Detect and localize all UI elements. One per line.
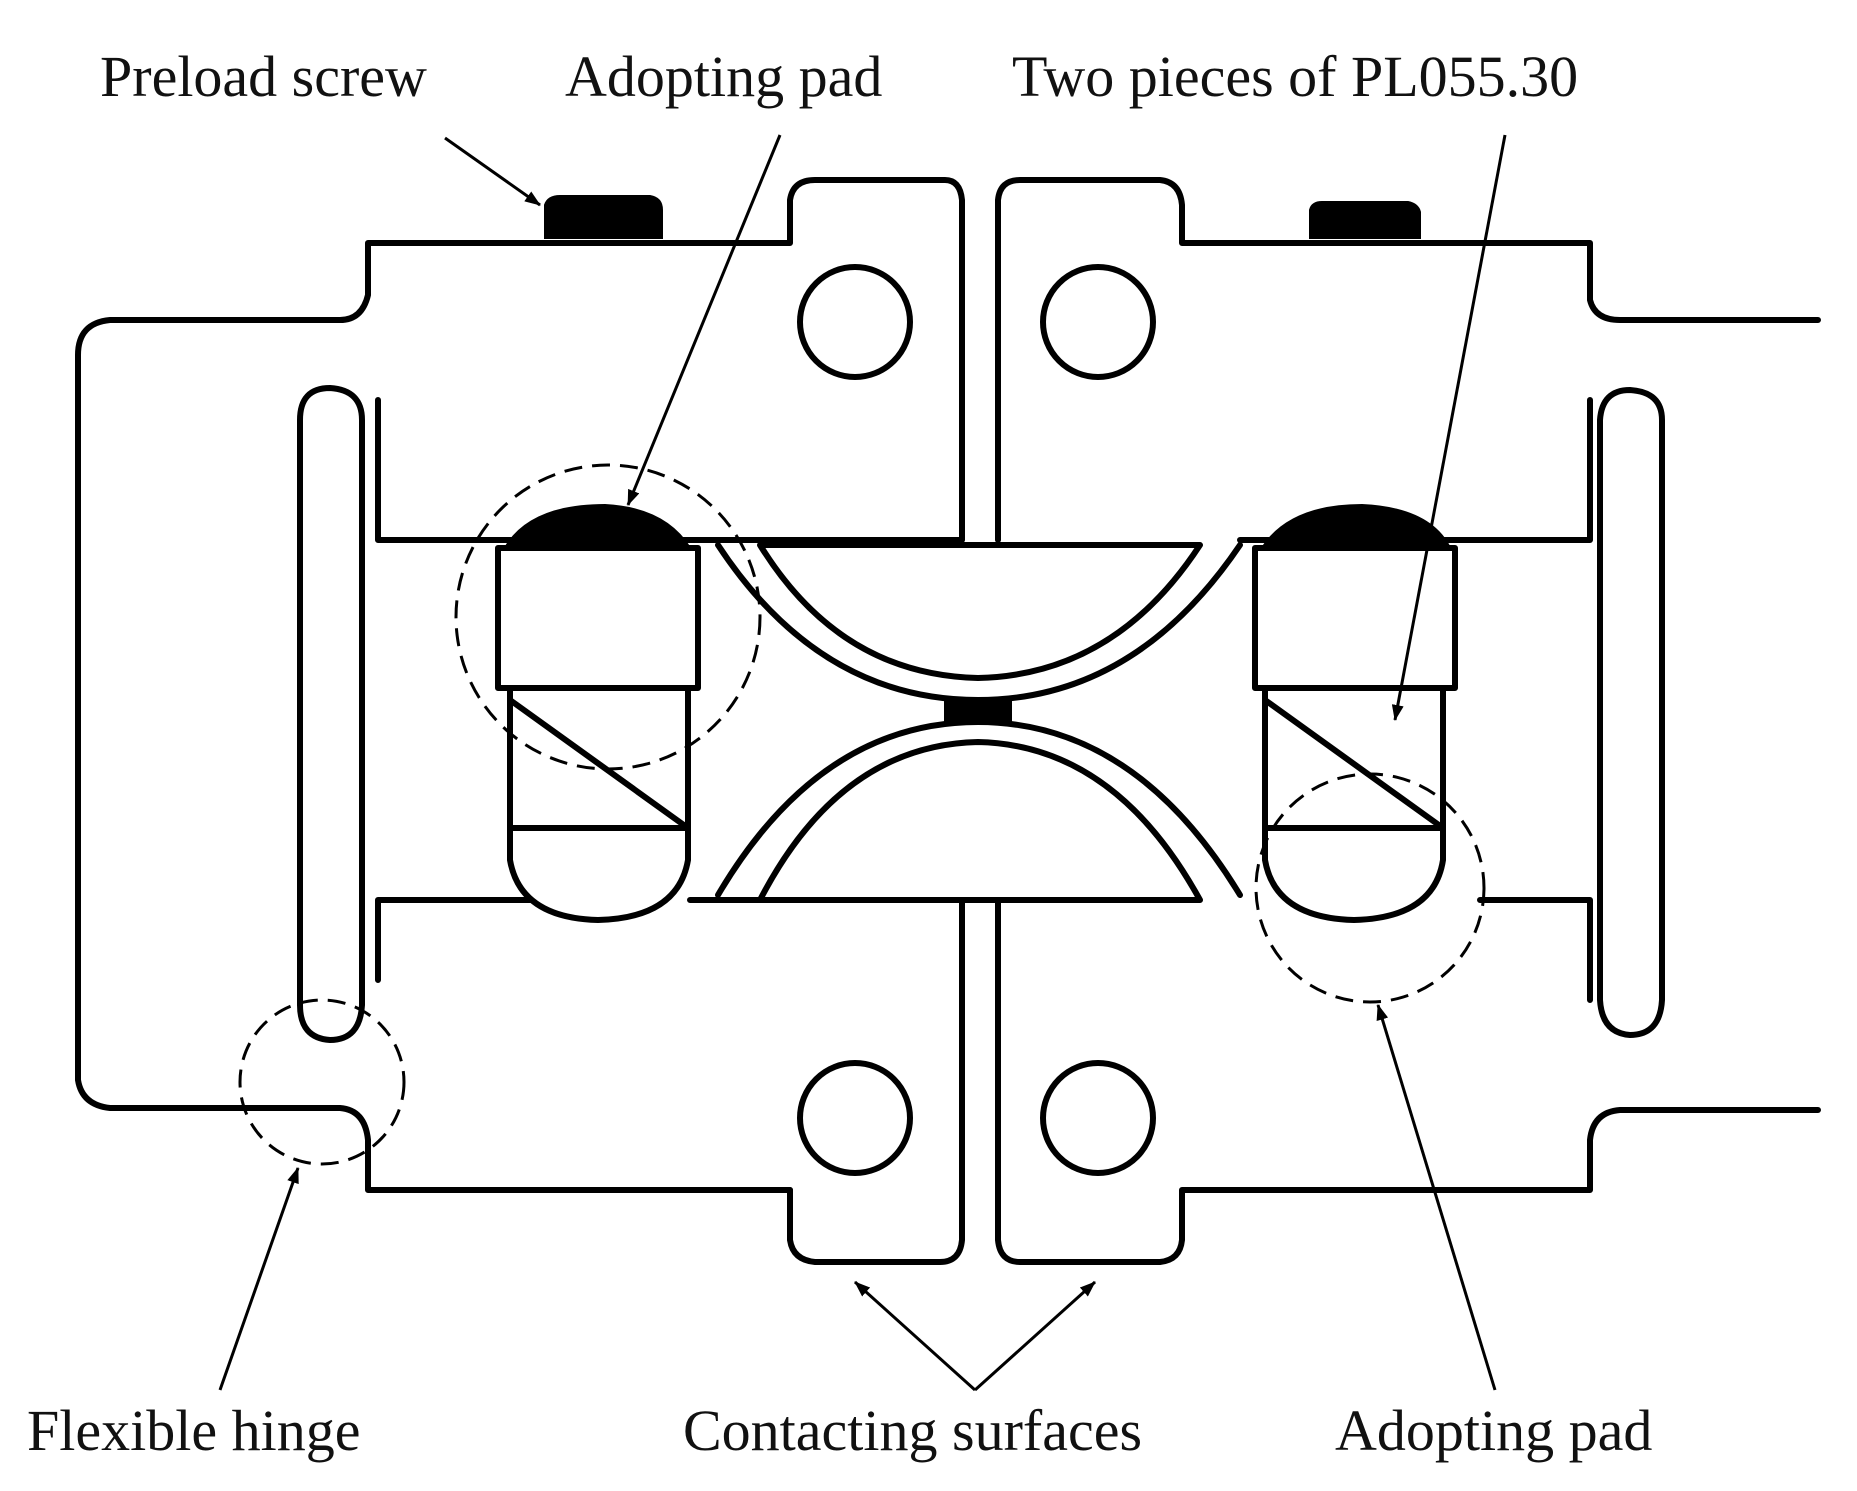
lower-right-block [995,897,1821,1265]
left-ball-end [507,825,691,923]
hole-upper-left [797,264,913,380]
label-adopting-pad-top: Adopting pad [565,44,883,109]
lower-flexure-inner [757,739,1203,903]
leader-flexible-hinge [218,1167,300,1391]
hole-lower-right [1040,1060,1156,1176]
label-contacting-surfaces: Contacting surfaces [683,1398,1143,1463]
preload-screw-right [1309,201,1421,239]
left-piezo-diagonal [507,697,691,831]
leader-adopting-pad-bottom [1376,1004,1497,1391]
hole-lower-left [797,1060,913,1176]
upper-flexure-inner [757,542,1203,681]
right-pad-cap [1260,503,1452,549]
left-pad-block [495,545,701,691]
leader-two-pieces [1391,134,1507,721]
leader-contacting-right [973,1280,1097,1392]
label-flexible-hinge: Flexible hinge [27,1398,361,1463]
preload-screw-left [544,195,663,239]
highlight-adopting-pad-bottom [1254,772,1486,1004]
right-slot [1597,387,1665,1038]
label-adopting-pad-bottom: Adopting pad [1335,1398,1653,1463]
highlight-adopting-pad-top [454,463,762,771]
label-preload-screw: Preload screw [100,44,427,109]
label-two-pieces: Two pieces of PL055.30 [1012,44,1579,109]
right-ball-end [1262,825,1446,923]
highlight-flexible-hinge [238,998,406,1166]
lower-left-block [375,897,965,1265]
right-pad-block [1252,545,1458,691]
left-piezo-stack [507,685,691,831]
leader-preload-screw [444,136,541,207]
lower-flexure-outer [715,719,1243,898]
center-contact [944,699,1012,723]
right-piezo-stack [1262,685,1446,831]
upper-left-block [375,177,965,543]
hole-upper-right [1040,264,1156,380]
outer-frame-upper-left [75,240,793,1193]
upper-right-block [995,177,1821,543]
right-piezo-diagonal [1262,697,1446,831]
leader-adopting-pad-top [626,134,782,506]
left-pad-cap [503,503,692,549]
left-slot [297,385,365,1043]
leader-contacting-left [853,1280,977,1392]
